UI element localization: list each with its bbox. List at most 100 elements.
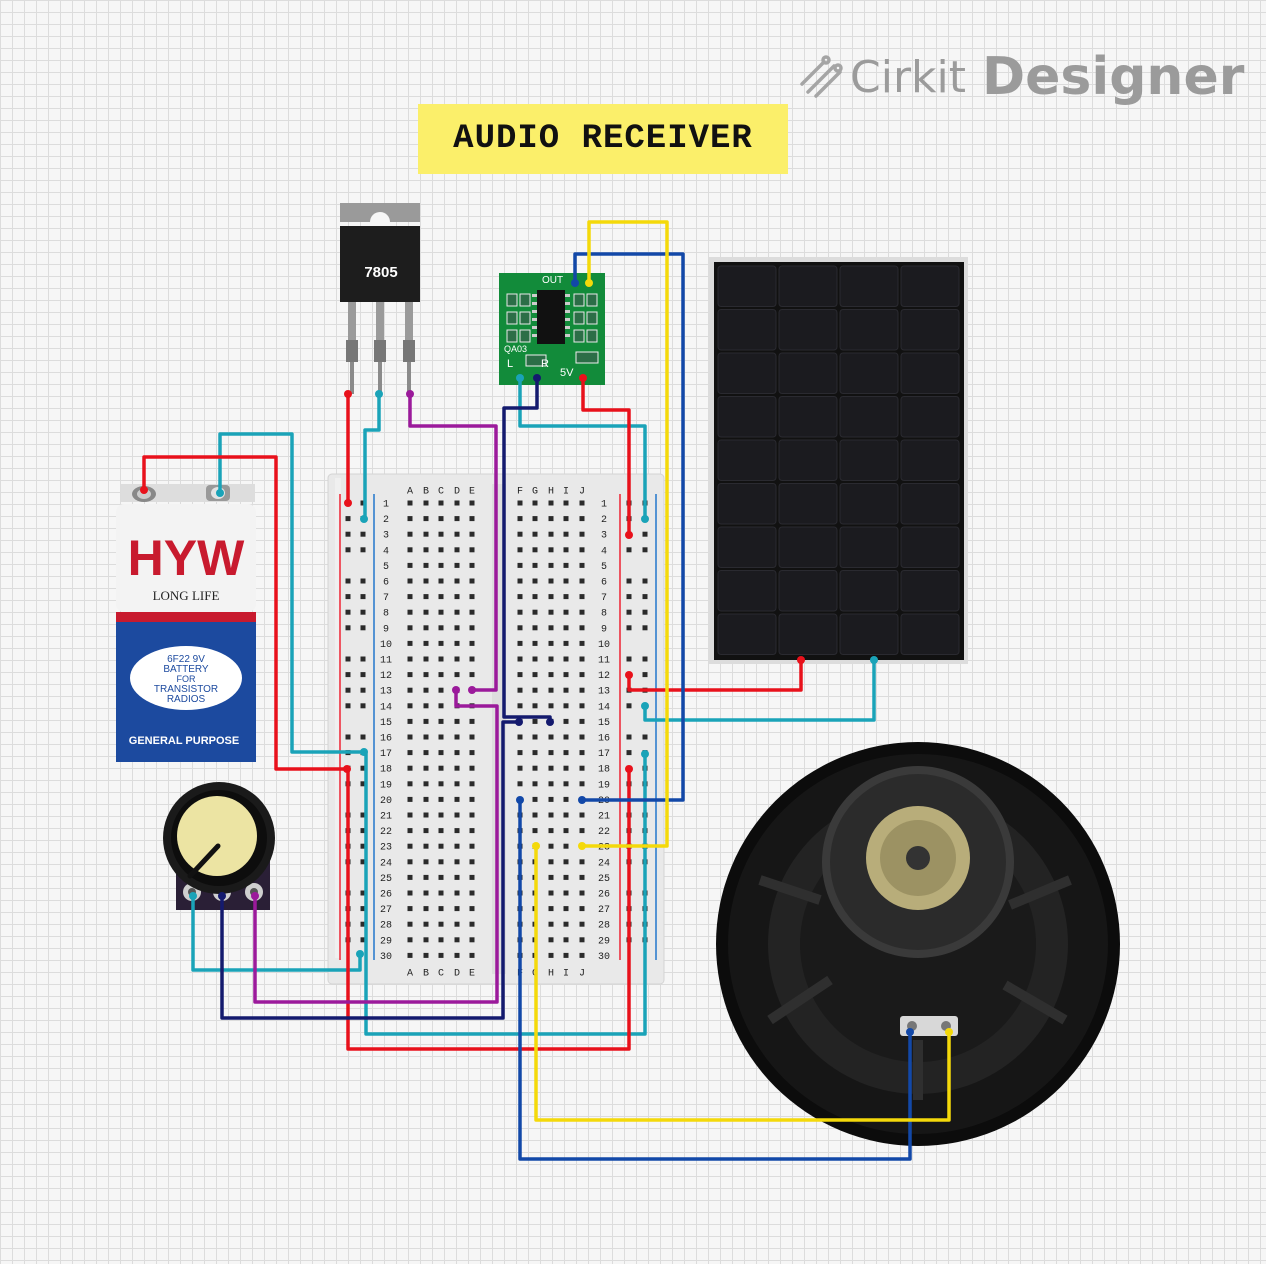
breadboard-row-label: 12 bbox=[380, 671, 392, 682]
wire-teal-pot bbox=[191, 894, 362, 972]
wire-teal-solar bbox=[643, 658, 876, 722]
breadboard-row-label: 6 bbox=[383, 578, 389, 589]
breadboard-row-label: 27 bbox=[380, 905, 392, 916]
wire-yellow-amp-out-minus bbox=[580, 220, 669, 848]
breadboard-row-label: 21 bbox=[598, 812, 610, 823]
breadboard-row-label: 1 bbox=[601, 500, 607, 511]
brand-name-bold: Designer bbox=[982, 47, 1245, 107]
wire-teal-rail-bridge bbox=[364, 752, 647, 1036]
battery-line1: 6F22 9V bbox=[167, 654, 205, 665]
breadboard-row-label: 13 bbox=[598, 687, 610, 698]
breadboard-row-label: 2 bbox=[601, 515, 607, 526]
breadboard-row-label: 5 bbox=[383, 562, 389, 573]
wire-navy-amp-r bbox=[502, 376, 552, 724]
amp-right-label: R bbox=[541, 358, 549, 370]
battery-brand: HYW bbox=[128, 530, 245, 586]
breadboard-row-label: 4 bbox=[383, 546, 389, 557]
breadboard-row-label: 24 bbox=[598, 858, 610, 869]
breadboard-row-label: 8 bbox=[601, 609, 607, 620]
breadboard-column-label: F bbox=[517, 487, 523, 498]
breadboard-column-label: E bbox=[469, 969, 475, 980]
breadboard-row-label: 11 bbox=[380, 656, 392, 667]
breadboard-column-label: G bbox=[532, 487, 538, 498]
breadboard-row-label: 22 bbox=[598, 827, 610, 838]
breadboard-row-label: 29 bbox=[380, 936, 392, 947]
breadboard-column-label: H bbox=[548, 969, 554, 980]
breadboard-row-label: 18 bbox=[598, 765, 610, 776]
battery-line4: TRANSISTOR bbox=[154, 684, 218, 695]
breadboard-row-label: 15 bbox=[380, 718, 392, 729]
battery-line5: RADIOS bbox=[167, 694, 206, 705]
breadboard-row-label: 13 bbox=[380, 687, 392, 698]
speaker bbox=[716, 742, 1120, 1146]
wire-teal-amp-l bbox=[518, 376, 647, 521]
breadboard-row-label: 14 bbox=[380, 702, 392, 713]
battery-line2: BATTERY bbox=[163, 664, 209, 675]
breadboard-row-label: 3 bbox=[383, 531, 389, 542]
regulator-label: 7805 bbox=[364, 264, 397, 281]
battery-9v: HYW LONG LIFE 6F22 9V BATTERY FOR TRANSI… bbox=[116, 484, 256, 762]
wire-teal-reg-gnd bbox=[363, 392, 381, 521]
breadboard-row-label: 23 bbox=[598, 843, 610, 854]
wire-red-amp-5v bbox=[581, 376, 631, 537]
breadboard-row-label: 14 bbox=[598, 702, 610, 713]
brand-name-light: Cirkit bbox=[850, 51, 966, 103]
wire-blue-speaker bbox=[518, 798, 912, 1161]
breadboard-row-label: 28 bbox=[598, 921, 610, 932]
breadboard-row-label: 25 bbox=[380, 874, 392, 885]
cirkit-logo-icon bbox=[800, 55, 843, 98]
wire-teal-battery bbox=[218, 432, 366, 754]
breadboard-row-label: 17 bbox=[598, 749, 610, 760]
breadboard-column-label: I bbox=[563, 487, 569, 498]
solar-panel bbox=[709, 257, 968, 664]
battery-footer: GENERAL PURPOSE bbox=[129, 735, 239, 747]
breadboard-column-label: I bbox=[563, 969, 569, 980]
breadboard-row-label: 25 bbox=[598, 874, 610, 885]
breadboard-row-label: 1 bbox=[383, 500, 389, 511]
wire-red-battery bbox=[142, 455, 348, 771]
breadboard-row-label: 21 bbox=[380, 812, 392, 823]
breadboard-row-label: 19 bbox=[380, 780, 392, 791]
breadboard-row-label: 27 bbox=[598, 905, 610, 916]
diagram-title: AUDIO RECEIVER bbox=[418, 104, 788, 174]
breadboard-row-label: 4 bbox=[601, 546, 607, 557]
wire-red-rail-bridge bbox=[346, 767, 631, 1051]
breadboard-row-label: 22 bbox=[380, 827, 392, 838]
breadboard-column-label: D bbox=[454, 487, 460, 498]
breadboard-row-label: 28 bbox=[380, 921, 392, 932]
breadboard-row-label: 18 bbox=[380, 765, 392, 776]
wire-blue-amp-out-plus bbox=[573, 252, 685, 802]
breadboard-row-label: 23 bbox=[380, 843, 392, 854]
breadboard-column-label: A bbox=[407, 969, 413, 980]
cirkit-designer-logo: Cirkit Designer bbox=[798, 44, 1244, 110]
wire-yellow-speaker bbox=[534, 844, 951, 1122]
breadboard-column-label: B bbox=[423, 487, 429, 498]
breadboard-row-label: 12 bbox=[598, 671, 610, 682]
breadboard-column-label: B bbox=[423, 969, 429, 980]
breadboard-column-label: E bbox=[469, 487, 475, 498]
breadboard-row-label: 7 bbox=[383, 593, 389, 604]
breadboard-row-label: 10 bbox=[598, 640, 610, 651]
potentiometer bbox=[163, 782, 275, 910]
breadboard-row-label: 16 bbox=[598, 734, 610, 745]
battery-tagline: LONG LIFE bbox=[153, 588, 220, 603]
breadboard-column-label: A bbox=[407, 487, 413, 498]
breadboard-row-label: 30 bbox=[598, 952, 610, 963]
breadboard-row-label: 8 bbox=[383, 609, 389, 620]
breadboard-row-label: 26 bbox=[598, 890, 610, 901]
breadboard-row-label: 20 bbox=[380, 796, 392, 807]
wire-endpoints bbox=[140, 279, 953, 1036]
breadboard-row-label: 2 bbox=[383, 515, 389, 526]
amplifier-module-pam8403: OUT QA03 L R 5V bbox=[499, 273, 605, 385]
amp-power-label: 5V bbox=[560, 367, 574, 379]
breadboard-row-label: 19 bbox=[598, 780, 610, 791]
wire-red-solar bbox=[627, 658, 803, 692]
wire-purple-reg-out bbox=[408, 392, 498, 692]
breadboard-row-label: 24 bbox=[380, 858, 392, 869]
wire-purple-pot bbox=[253, 688, 499, 1004]
breadboard-row-label: 9 bbox=[601, 624, 607, 635]
breadboard-row-label: 3 bbox=[601, 531, 607, 542]
voltage-regulator-7805: 7805 bbox=[340, 203, 420, 394]
